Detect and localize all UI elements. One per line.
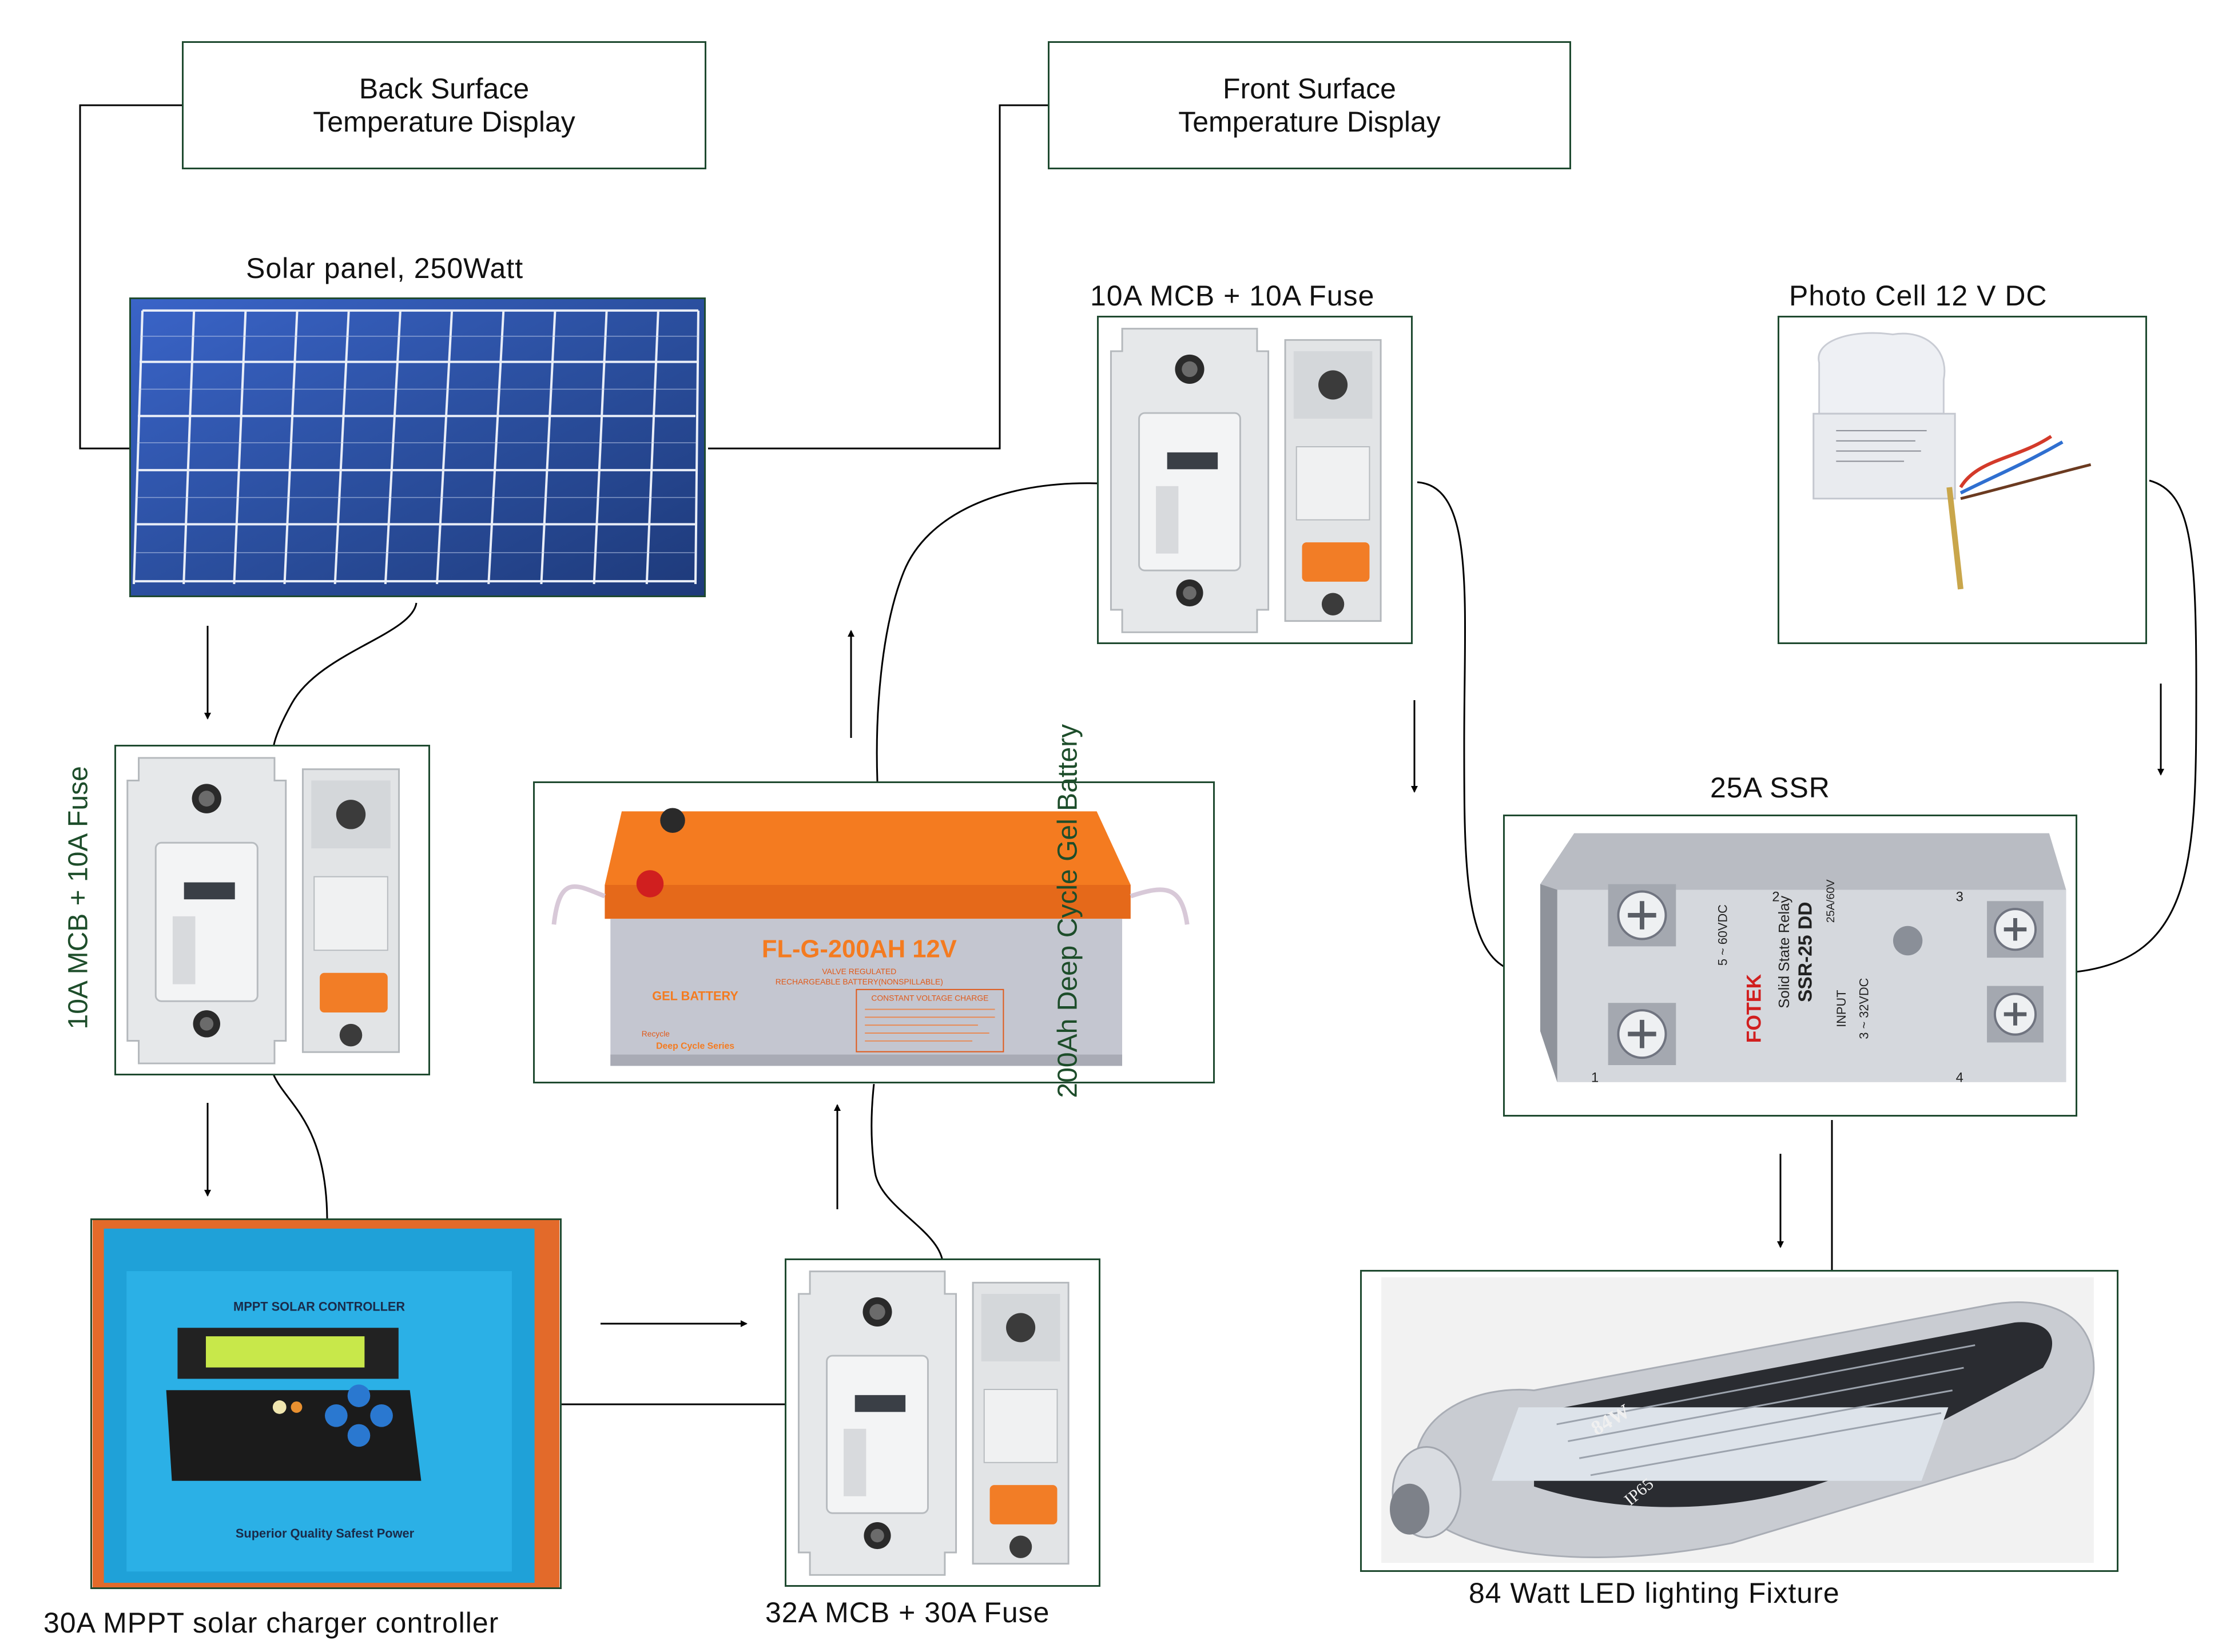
mcb-left-caption: 10A MCB + 10A Fuse bbox=[63, 766, 94, 1030]
battery-series: Deep Cycle Series bbox=[656, 1042, 734, 1051]
ssr-input: INPUT bbox=[1834, 990, 1849, 1027]
controller-caption: 30A MPPT solar charger controller bbox=[43, 1607, 499, 1639]
ssr-brand: FOTEK bbox=[1743, 974, 1766, 1043]
ssr-terminal-2: 2 bbox=[1772, 889, 1779, 904]
wire-battery-mcb bbox=[876, 482, 1099, 782]
ssr-terminal-3: 3 bbox=[1956, 889, 1963, 904]
controller-title: MPPT SOLAR CONTROLLER bbox=[233, 1300, 405, 1314]
mcb-top-caption: 10A MCB + 10A Fuse bbox=[1090, 280, 1375, 312]
back-display-line1: Back Surface bbox=[359, 73, 530, 105]
front-surface-display-box: Front Surface Temperature Display bbox=[1048, 41, 1571, 169]
led-image: 84W IP65 bbox=[1360, 1270, 2118, 1572]
mcb-left-image bbox=[114, 745, 430, 1075]
ssr-vin: 3 ~ 32VDC bbox=[1857, 978, 1871, 1039]
battery-image: FL-G-200AH 12V VALVE REGULATED RECHARGEA… bbox=[533, 781, 1215, 1083]
wire-mcb-controller bbox=[272, 1074, 328, 1219]
battery-caption: 200Ah Deep Cycle Gel Battery bbox=[1052, 724, 1083, 1098]
wire-photocell-ssr bbox=[2070, 479, 2197, 974]
front-display-line2: Temperature Display bbox=[1178, 106, 1441, 138]
wire-back-display bbox=[79, 104, 182, 450]
wire-mcb-battery bbox=[870, 1083, 944, 1262]
battery-recycle: Recycle bbox=[642, 1029, 670, 1038]
ssr-terminal-1: 1 bbox=[1591, 1071, 1599, 1086]
battery-model-label: FL-G-200AH 12V bbox=[762, 936, 957, 963]
ssr-terminal-4: 4 bbox=[1956, 1071, 1963, 1086]
mcb-top-image bbox=[1097, 316, 1413, 644]
ssr-type: Solid State Relay bbox=[1776, 896, 1792, 1008]
back-surface-display-box: Back Surface Temperature Display bbox=[182, 41, 706, 169]
wire-panel-mcb bbox=[272, 602, 418, 750]
solar-panel-image bbox=[129, 297, 706, 597]
controller-slogan: Superior Quality Safest Power bbox=[236, 1526, 415, 1540]
wire-mcb-ssr bbox=[1417, 481, 1505, 968]
ssr-rating: 25A/60V bbox=[1824, 879, 1837, 923]
battery-sub2: RECHARGEABLE BATTERY(NONSPILLABLE) bbox=[776, 977, 943, 986]
controller-image: MPPT SOLAR CONTROLLER Superior Quality S… bbox=[90, 1218, 562, 1589]
ssr-caption: 25A SSR bbox=[1710, 772, 1830, 804]
battery-charge: CONSTANT VOLTAGE CHARGE bbox=[871, 994, 988, 1003]
ssr-image: FOTEK 5 ~ 60VDC Solid State Relay SSR-25… bbox=[1503, 815, 2077, 1117]
battery-sub1: VALVE REGULATED bbox=[822, 967, 896, 976]
led-caption: 84 Watt LED lighting Fixture bbox=[1469, 1577, 1840, 1609]
ssr-vout: 5 ~ 60VDC bbox=[1715, 904, 1730, 966]
mcb-bottom-caption: 32A MCB + 30A Fuse bbox=[765, 1597, 1050, 1629]
front-display-line1: Front Surface bbox=[1223, 73, 1396, 105]
battery-gel: GEL BATTERY bbox=[652, 989, 738, 1003]
wire-front-display bbox=[708, 104, 1048, 450]
solar-panel-caption: Solar panel, 250Watt bbox=[246, 252, 524, 284]
photo-cell-image bbox=[1778, 316, 2147, 644]
back-display-line2: Temperature Display bbox=[313, 106, 575, 138]
photo-cell-caption: Photo Cell 12 V DC bbox=[1789, 280, 2048, 312]
ssr-model: SSR-25 DD bbox=[1795, 902, 1816, 1002]
mcb-bottom-image bbox=[785, 1258, 1100, 1587]
